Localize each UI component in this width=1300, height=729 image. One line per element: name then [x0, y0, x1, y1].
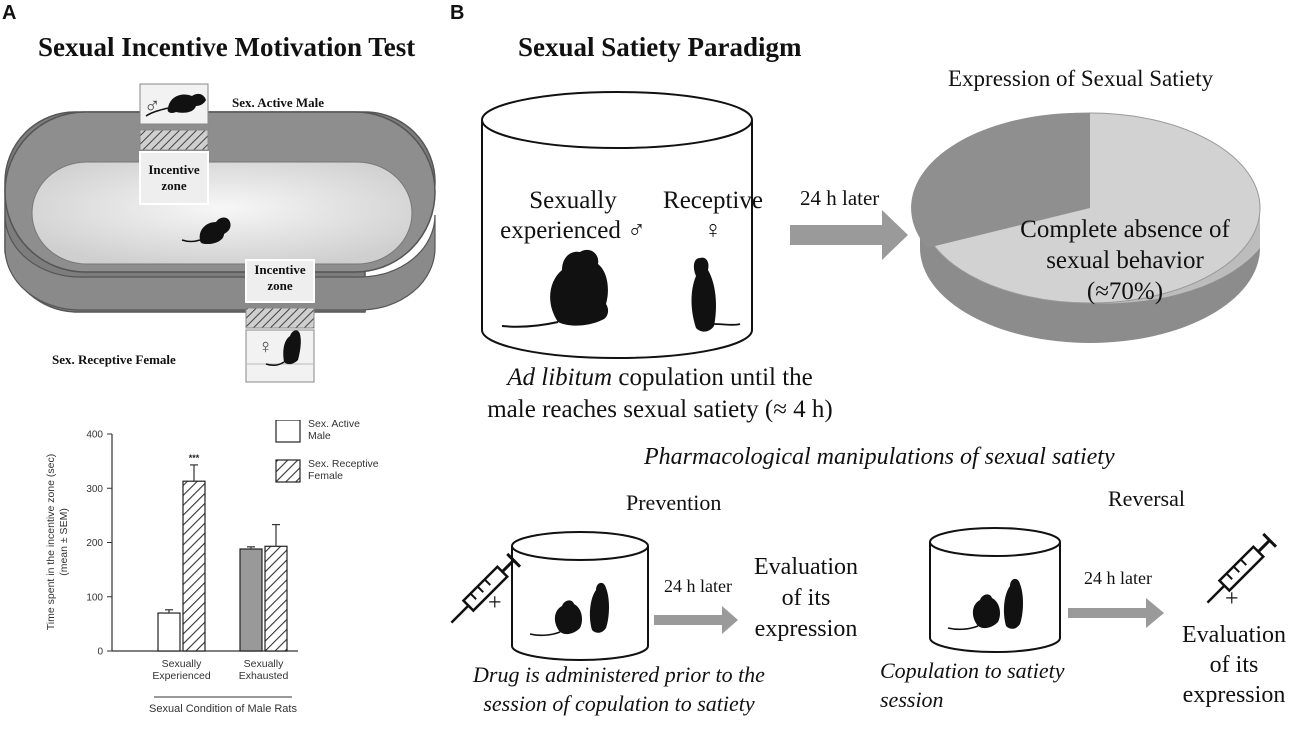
evaluation-reversal-label: Evaluation of its expression	[1182, 622, 1286, 708]
incentive-zone-top-label: Incentive zone	[148, 162, 200, 193]
syringe-icon-prevention	[450, 552, 522, 624]
male-symbol: ♂	[144, 93, 161, 118]
prevention-label: Prevention	[626, 490, 722, 515]
y-tick-label: 400	[86, 430, 103, 441]
copulation-caption-rest: copulation until the	[612, 364, 813, 391]
x-axis-label: Sexual Condition of Male Rats	[149, 703, 297, 715]
center-rat-icon	[199, 217, 231, 244]
legend-label: Male	[308, 430, 331, 442]
arena-floor	[31, 161, 413, 265]
evaluation-prevention-label: Evaluation of its expression	[754, 554, 858, 642]
experienced-male-label: Sexually experienced ♂	[500, 187, 646, 244]
copulation-caption-line2: male reaches sexual satiety (≈ 4 h)	[487, 396, 833, 423]
prevention-caption: Drug is administered prior to the sessio…	[473, 662, 765, 716]
y-axis-label-line1: Time spent in the incentive zone (sec)	[45, 454, 57, 630]
pie-slice-remainder	[911, 112, 1090, 248]
plus-reversal: +	[1225, 586, 1239, 612]
bar	[264, 545, 288, 652]
syringe-icon-reversal	[1206, 532, 1278, 604]
reversal-cage-cylinder	[929, 527, 1061, 653]
prevention-cage-cylinder	[511, 531, 649, 661]
reversal-label: Reversal	[1108, 486, 1185, 511]
satiety-diagram	[450, 91, 1278, 661]
legend-label: Female	[308, 470, 343, 482]
plus-prevention: +	[488, 590, 502, 616]
bar	[182, 480, 206, 652]
bar	[157, 612, 181, 652]
legend-label: Sex. Active	[308, 420, 360, 430]
male-rat-icon-top	[167, 93, 206, 113]
female-rat-icon-bottom	[283, 330, 301, 365]
pie-title: Expression of Sexual Satiety	[948, 66, 1214, 91]
x-tick-label: Exhausted	[239, 670, 289, 682]
bar	[239, 548, 263, 652]
later-main-label: 24 h later	[800, 186, 880, 210]
satiety-pie	[911, 112, 1261, 343]
female-symbol: ♀	[258, 336, 273, 358]
receptive-female-label: Sex. Receptive Female	[52, 352, 176, 367]
reversal-caption: Copulation to satiety session	[880, 658, 1065, 712]
y-tick-label: 0	[97, 647, 103, 658]
main-cage-cylinder	[481, 91, 753, 359]
experienced-male-rat-icon	[550, 249, 609, 326]
x-tick-label: Sexually	[162, 658, 202, 670]
legend-label: Sex. Receptive	[308, 458, 379, 470]
panel-a-title: Sexual Incentive Motivation Test	[38, 32, 416, 62]
copulation-caption-italic: Ad libitum	[507, 364, 613, 391]
pie-slice-label: Complete absence of sexual behavior (≈70…	[1020, 216, 1230, 305]
reversal-arrow	[1068, 598, 1164, 628]
receptive-female-label-b: Receptive ♀	[663, 187, 763, 244]
pharm-title: Pharmacological manipulations of sexual …	[644, 444, 1115, 470]
significance-label: ***	[189, 453, 200, 463]
legend-swatch	[275, 459, 301, 483]
y-axis-label-line2: (mean ± SEM)	[58, 508, 70, 576]
incentive-zone-bottom-label: Incentive zone	[254, 262, 306, 293]
arena-diagram	[4, 83, 436, 383]
y-tick-label: 200	[86, 538, 103, 549]
x-tick-label: Sexually	[244, 658, 284, 670]
y-tick-label: 100	[86, 592, 103, 603]
later-prevention-label: 24 h later	[664, 576, 732, 596]
bottom-cage	[245, 329, 315, 383]
main-arrow	[790, 210, 908, 260]
receptive-female-rat-icon	[691, 257, 716, 332]
legend-swatch	[275, 420, 301, 443]
panel-b-title: Sexual Satiety Paradigm	[518, 32, 802, 62]
active-male-label: Sex. Active Male	[232, 95, 325, 110]
copulation-caption: Ad libitum copulation until the male rea…	[470, 362, 850, 426]
prevention-arrow	[654, 606, 738, 634]
panel-letter-a: A	[2, 2, 17, 24]
x-tick-label: Experienced	[152, 670, 211, 682]
y-tick-label: 300	[86, 484, 103, 495]
later-reversal-label: 24 h later	[1084, 568, 1152, 588]
panel-letter-b: B	[450, 2, 465, 24]
